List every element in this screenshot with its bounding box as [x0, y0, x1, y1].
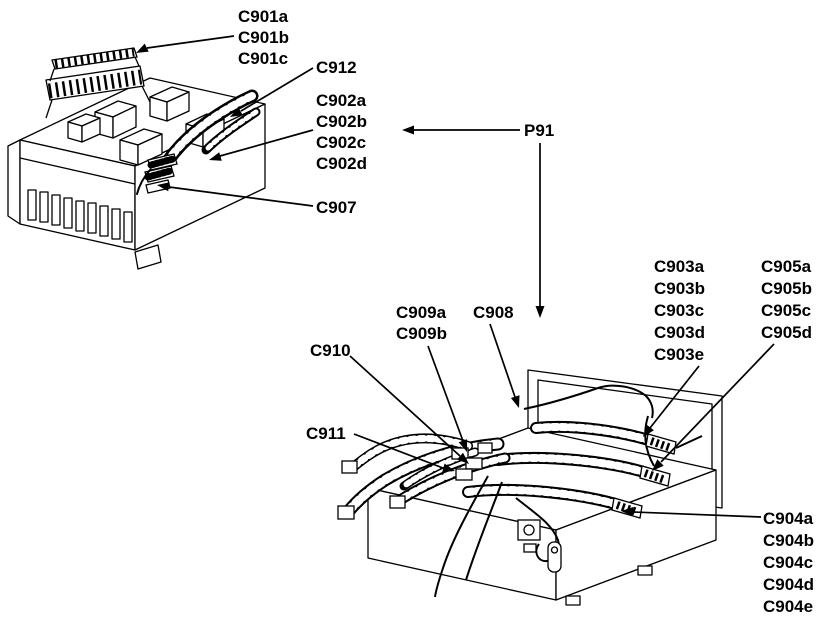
label-c904c: C904c: [763, 553, 814, 572]
label-c903b: C903b: [654, 279, 706, 298]
label-c905c: C905c: [761, 301, 812, 320]
leader-c905: [660, 343, 775, 463]
upper-fusebox-illustration: [7, 47, 266, 270]
label-group-c903: C903a C903b C903c C903d C903e: [654, 256, 705, 366]
label-c904a: C904a: [763, 509, 814, 528]
label-c912: C912: [316, 58, 357, 77]
label-p91: P91: [524, 121, 555, 140]
leader-c901: [146, 35, 235, 49]
label-group-c901: C901a C901b C901c: [238, 6, 289, 69]
label-c902b: C902b: [316, 112, 368, 131]
label-c902d: C902d: [316, 154, 368, 173]
label-c904e: C904e: [763, 597, 814, 616]
leader-c902: [219, 129, 314, 157]
label-group-c905: C905a C905b C905c C905d: [761, 256, 812, 344]
arrowhead-c907-icon: [157, 182, 170, 192]
label-c903d: C903d: [654, 323, 706, 342]
lower-connectors: [337, 433, 703, 573]
arrowhead-p91-down-icon: [535, 306, 545, 318]
upper-harness: [136, 89, 261, 195]
label-c909a: C909a: [396, 303, 447, 322]
leader-c904: [632, 511, 762, 518]
label-c905d: C905d: [761, 323, 813, 342]
label-c902c: C902c: [316, 133, 367, 152]
arrowhead-c903-icon: [643, 424, 654, 437]
arrowhead-c902-icon: [209, 152, 222, 161]
label-c907: C907: [316, 198, 357, 217]
leader-lines: [146, 35, 775, 518]
leader-c909: [427, 345, 464, 442]
label-group-c904: C904a C904b C904c C904d C904e: [763, 508, 814, 618]
arrowhead-c910-icon: [457, 452, 469, 464]
leader-c910: [349, 355, 461, 457]
leader-c912: [240, 67, 314, 112]
label-c905b: C905b: [761, 279, 813, 298]
arrowhead-c904-icon: [621, 507, 634, 516]
label-c903a: C903a: [654, 257, 705, 276]
arrowhead-c909-icon: [458, 439, 468, 452]
label-c902a: C902a: [316, 91, 367, 110]
lower-wires: [434, 384, 655, 598]
leader-c903: [649, 365, 700, 429]
label-c911: C911: [306, 424, 346, 443]
label-c904b: C904b: [763, 531, 815, 550]
leader-arrowheads: [136, 43, 664, 516]
arrowhead-c905-icon: [652, 459, 664, 471]
label-c908: C908: [473, 303, 514, 322]
label-c909b: C909b: [396, 324, 448, 343]
label-group-c909: C909a C909b: [396, 302, 447, 344]
leader-c907: [168, 186, 314, 207]
label-c905a: C905a: [761, 257, 812, 276]
arrowhead-c912-icon: [230, 107, 243, 117]
label-group-c902: C902a C902b C902c C902d: [316, 90, 367, 174]
arrowhead-p91-left-icon: [402, 125, 414, 135]
label-c903c: C903c: [654, 301, 705, 320]
label-c901a: C901a: [238, 7, 289, 26]
arrowhead-c901-icon: [136, 43, 149, 53]
label-c901c: C901c: [238, 49, 289, 68]
arrowhead-c911-icon: [442, 463, 455, 473]
leader-c908: [489, 323, 516, 398]
label-c910: C910: [310, 341, 351, 360]
label-c903e: C903e: [654, 345, 705, 364]
arrowhead-c908-icon: [510, 395, 520, 408]
label-c901b: C901b: [238, 28, 290, 47]
leader-c911: [353, 433, 444, 469]
lower-harnesses: [341, 420, 661, 519]
label-c904d: C904d: [763, 575, 815, 594]
